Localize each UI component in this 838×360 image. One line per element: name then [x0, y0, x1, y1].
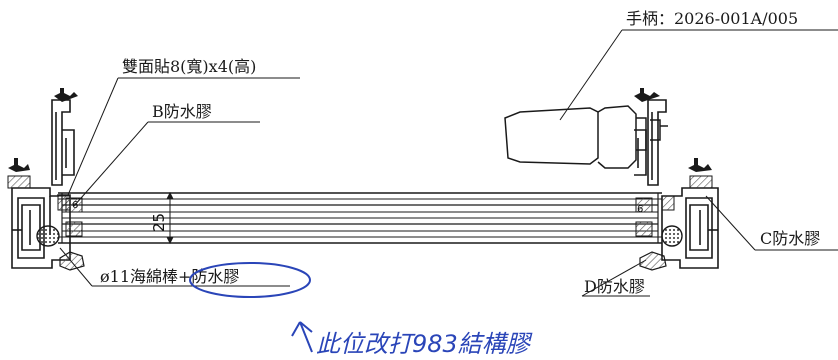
handwritten-arrow-icon	[291, 321, 313, 353]
foam-label: ø11海綿棒+防水膠	[100, 267, 239, 286]
left-foam-rod	[36, 225, 60, 247]
thickness-dimension	[166, 191, 174, 245]
right-inner-hatch	[661, 195, 675, 211]
left-offset-dimension: 6	[72, 200, 78, 211]
handwritten-circle	[189, 262, 311, 298]
right-lower-screw-icon	[688, 158, 712, 172]
right-offset-dimension: 6	[637, 204, 643, 215]
left-seal-block	[65, 221, 83, 237]
glass-panel	[58, 192, 662, 244]
thickness-dimension-label: 25	[150, 213, 168, 232]
right-frame-profile	[634, 99, 719, 269]
left-hatched-block	[7, 175, 31, 189]
right-bottom-seal	[639, 251, 667, 271]
right-foam-rod	[661, 225, 683, 247]
tape-label: 雙面貼8(寬)x4(高)	[122, 57, 256, 76]
left-upper-screw-icon	[54, 88, 78, 102]
right-hatched-block	[689, 175, 713, 189]
right-upper-screw-icon	[634, 88, 660, 102]
c-seal-label: C防水膠	[760, 229, 820, 248]
handle-icon	[504, 105, 668, 169]
right-tape-block	[635, 197, 653, 213]
left-lower-screw-icon	[8, 158, 30, 172]
handle-label: 手柄：2026-001A/005	[626, 9, 798, 28]
d-seal-label: D防水膠	[584, 277, 645, 296]
handwritten-note: 此位改打983結構膠	[316, 330, 533, 358]
right-seal-block	[635, 221, 653, 237]
b-seal-label: B防水膠	[152, 102, 212, 121]
left-bottom-seal	[59, 251, 85, 271]
leader-lines	[59, 29, 838, 297]
